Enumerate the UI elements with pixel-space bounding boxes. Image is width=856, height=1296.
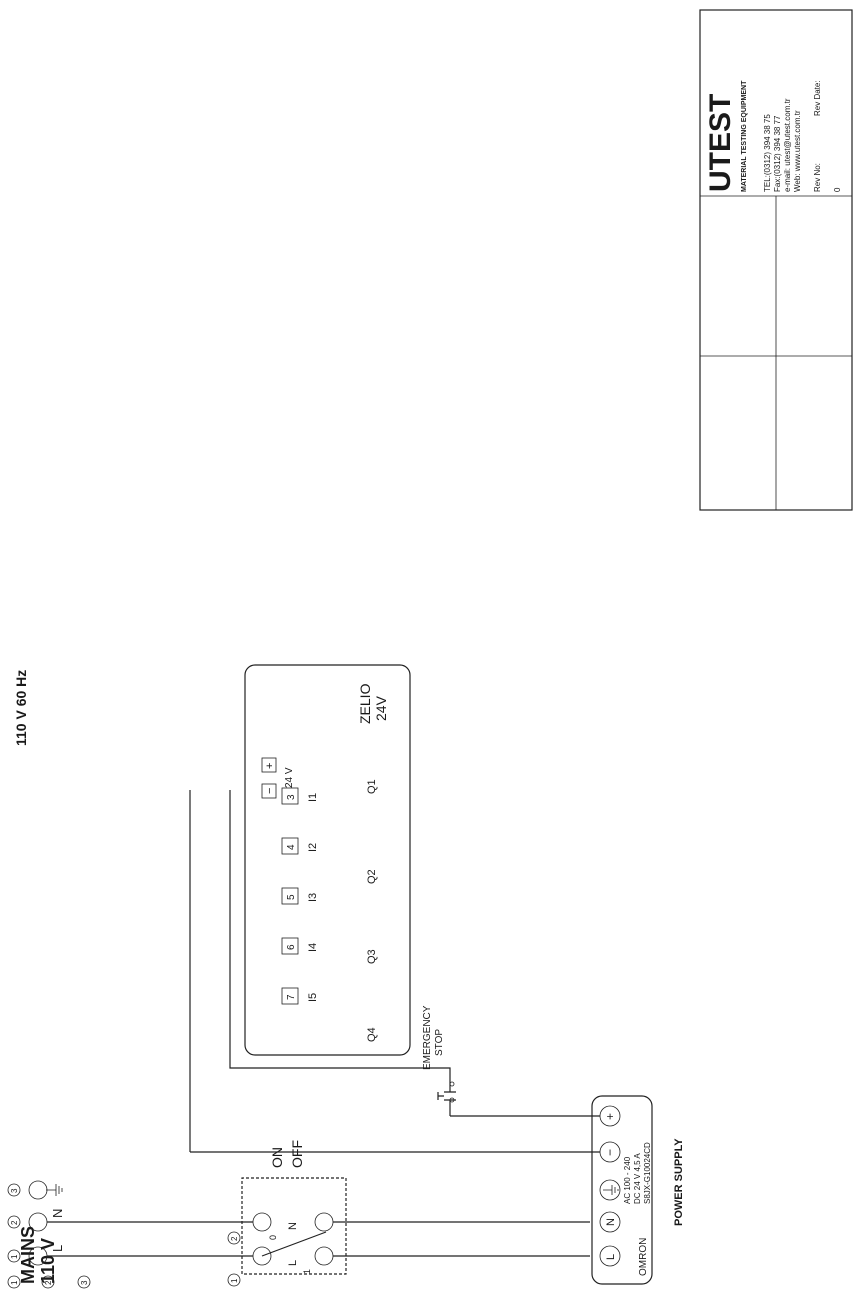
- mains-num-3: 3: [10, 1188, 19, 1193]
- zelio-in-1: 3: [286, 794, 297, 800]
- zelio-out-q2: Q2: [366, 869, 378, 884]
- psu-term-minus: −: [603, 1149, 617, 1156]
- mains-n-label: N: [50, 1209, 65, 1218]
- zelio-name: ZELIO: [357, 683, 373, 724]
- utest-email: e-mail: utest@utest.com.tr: [783, 98, 792, 192]
- zelio-in-4: 6: [286, 944, 297, 950]
- zelio-in-5: 7: [286, 994, 297, 1000]
- zelio-out-q4: Q4: [366, 1027, 378, 1042]
- zelio-in-2-label: I2: [307, 843, 319, 852]
- zelio-in-3-label: I3: [307, 893, 319, 902]
- mains-num-2: 2: [10, 1220, 19, 1225]
- on-off-switch-box[interactable]: L N 0 1 1 2: [227, 1177, 347, 1287]
- mains-l-label: L: [50, 1245, 65, 1252]
- zelio-in-1-label: I1: [307, 793, 319, 802]
- zelio-term-minus: −: [264, 788, 276, 794]
- zelio-24v-label: 24 V: [284, 767, 295, 788]
- switch-num-2: 2: [230, 1236, 239, 1241]
- mains-term-2-num: 2: [44, 1280, 53, 1285]
- zelio-24v: 24V: [373, 695, 389, 721]
- header-title: 110 V 60 Hz: [13, 670, 29, 746]
- mains-term-3-num: 3: [80, 1280, 89, 1285]
- psu-spec-2: DC 24 V 4,5 A: [633, 1153, 642, 1204]
- switch-n: N: [287, 1222, 299, 1230]
- utest-rev-date-label: Rev Date:: [813, 80, 822, 116]
- psu-brand: OMRON: [638, 1238, 649, 1276]
- emergency-line2: STOP: [434, 1029, 445, 1056]
- switch-l: L: [287, 1260, 299, 1266]
- utest-rev-no-label: Rev No:: [813, 163, 822, 192]
- zelio-in-3: 5: [286, 894, 297, 900]
- utest-fax: Fax:(0312) 394 38 77: [773, 115, 782, 192]
- psu-term-n: N: [605, 1218, 617, 1226]
- switch-num-1: 1: [230, 1278, 239, 1283]
- mains-num-1: 1: [10, 1254, 19, 1259]
- switch-off: OFF: [289, 1140, 305, 1168]
- zelio-out-q3: Q3: [366, 949, 378, 964]
- psu-term-plus: +: [603, 1113, 617, 1120]
- mains-term-1-num: 1: [10, 1280, 19, 1285]
- utest-logo-sub: MATERIAL TESTING EQUIPMENT: [741, 80, 748, 192]
- psu-spec-1: AC 100 - 240: [623, 1156, 632, 1204]
- psu-ground-icon: [603, 1185, 619, 1195]
- mains-title-text: MAINS: [18, 1226, 38, 1284]
- utest-rev-no: 0: [833, 187, 842, 192]
- zelio-box: ZELIO 24V 24 V − + 3 I1 4 I2 5 I3 6 I4 7…: [244, 664, 411, 1056]
- power-supply-module: L N − + OMRON AC 100 - 240 DC 24 V 4,5 A…: [591, 1095, 653, 1285]
- mains-ground-icon: [46, 1184, 63, 1196]
- utest-logo: UTEST: [704, 94, 737, 192]
- zelio-in-5-label: I5: [307, 993, 319, 1002]
- zelio-in-2: 4: [286, 844, 297, 850]
- zelio-term-plus: +: [264, 763, 276, 769]
- utest-web: Web: www.utest.com.tr: [793, 110, 802, 192]
- psu-term-l: L: [605, 1254, 617, 1260]
- psu-title: POWER SUPPLY: [673, 1138, 685, 1226]
- zelio-in-4-label: I4: [307, 943, 319, 952]
- mains-voltage-text: 110 V: [38, 1238, 58, 1284]
- switch-pos1: 1: [302, 1269, 312, 1274]
- psu-spec-3: S8JX-G10024CD: [643, 1142, 652, 1204]
- emergency-stop[interactable]: [437, 1081, 456, 1116]
- switch-on: ON: [269, 1147, 285, 1168]
- utest-block: UTEST MATERIAL TESTING EQUIPMENT TEL:(03…: [699, 9, 853, 511]
- utest-tel: TEL:(0312) 394 38 75: [763, 114, 772, 192]
- zelio-out-q1: Q1: [366, 779, 378, 794]
- switch-pos0: 0: [268, 1235, 278, 1240]
- emergency-line1: EMERGENCY: [422, 1005, 433, 1070]
